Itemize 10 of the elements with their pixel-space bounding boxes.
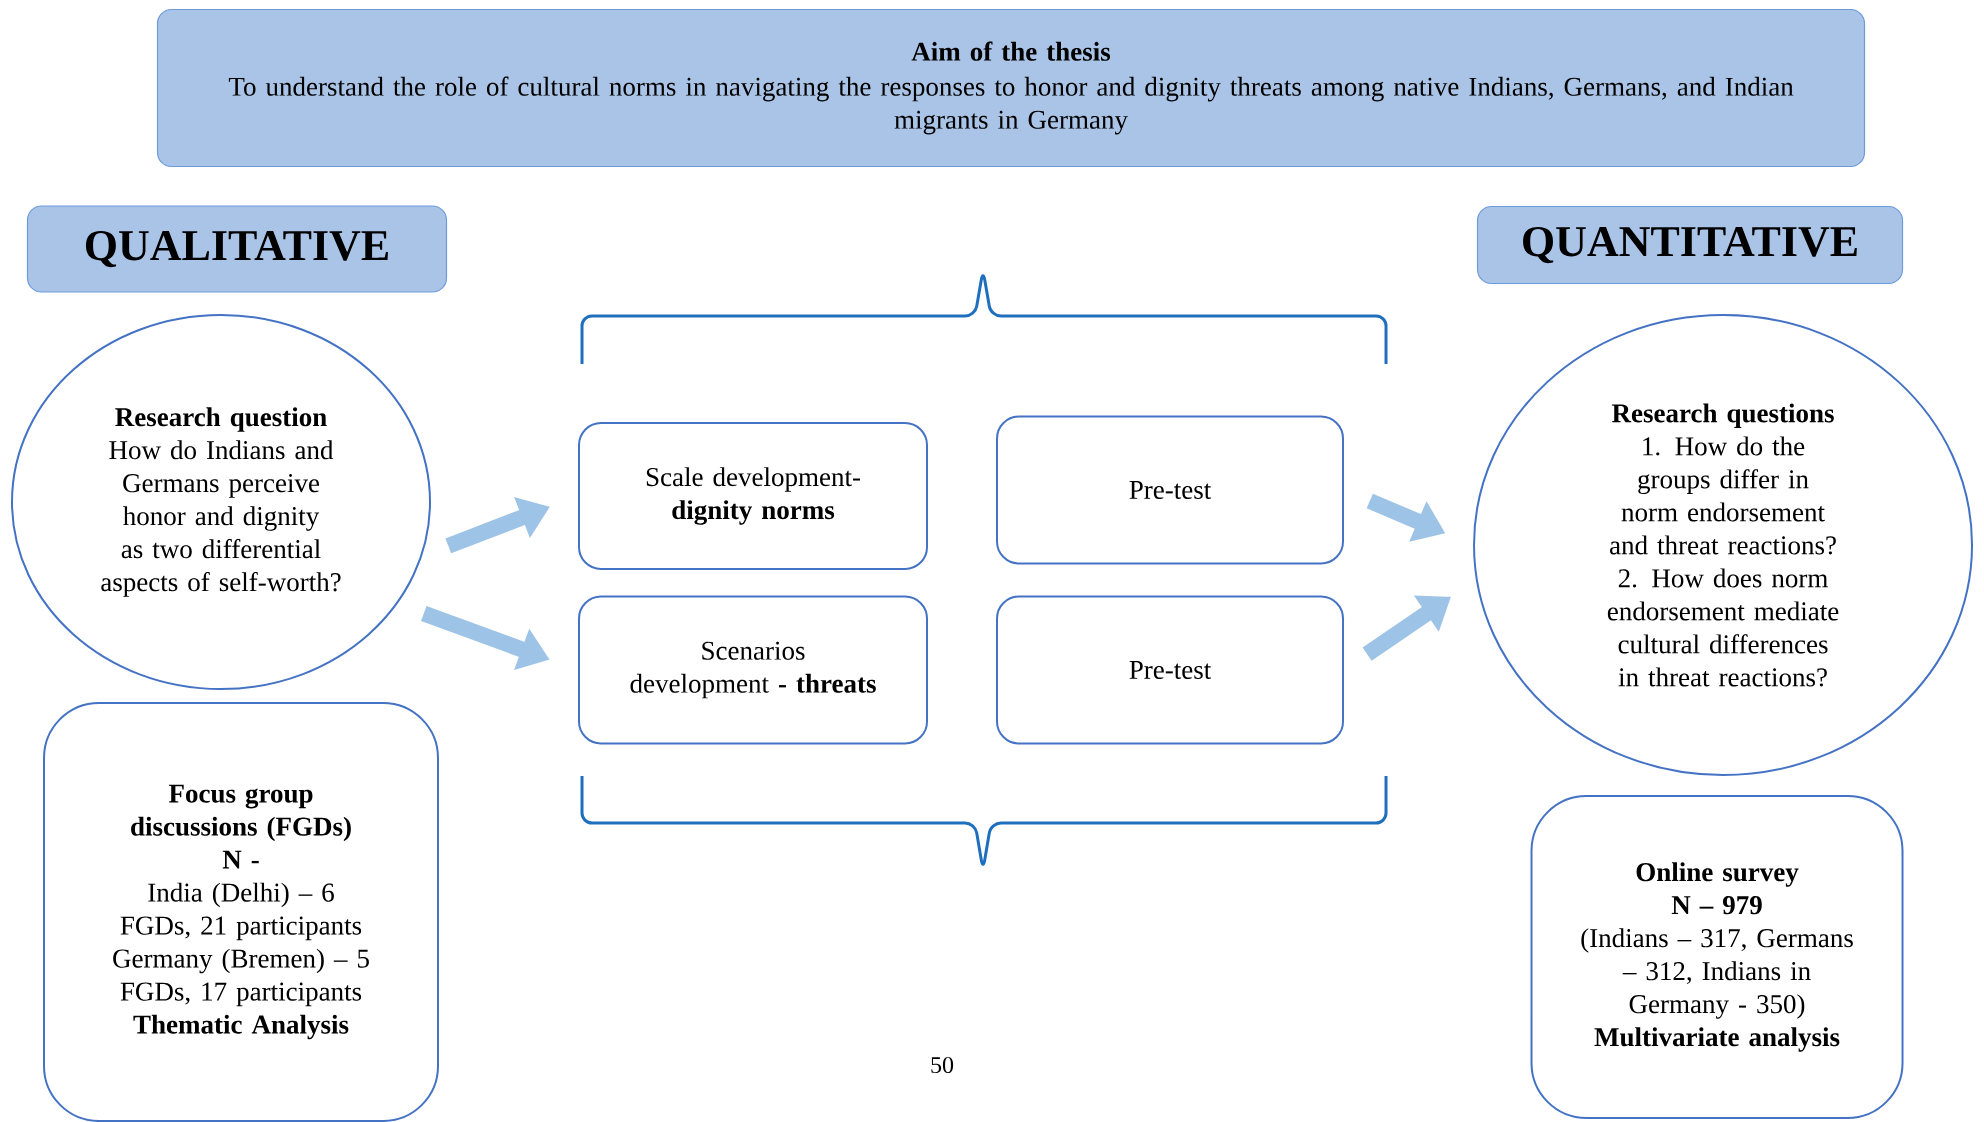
method-box: Focus group discussions (FGDs) N - India (Delhi) – 6 FGDs, 21 participants Germany (Bremen) – 5 FGDs, 17 participants Thematic Analysis [43, 702, 439, 1122]
method-box: Online survey N – 979 (Indians – 317, Germans – 312, Indians in Germany - 350) Multivariate analysis [1530, 795, 1904, 1119]
page-number: 50 [931, 1056, 954, 1074]
aim-banner: Aim of the thesis To understand the role of cultural norms in navigating the responses to honor and dignity threats among native Indians, Germans, and Indian migrants in Germany [156, 8, 1866, 168]
section-header: QUALITATIVE [26, 205, 448, 293]
step-box: Pre-test [996, 415, 1344, 565]
section-header: QUANTITATIVE [1476, 205, 1904, 285]
step-box: Scale development- dignity norms [578, 422, 928, 570]
step-box: Scenarios development - threats [578, 595, 928, 745]
step-box: Pre-test [996, 595, 1344, 745]
